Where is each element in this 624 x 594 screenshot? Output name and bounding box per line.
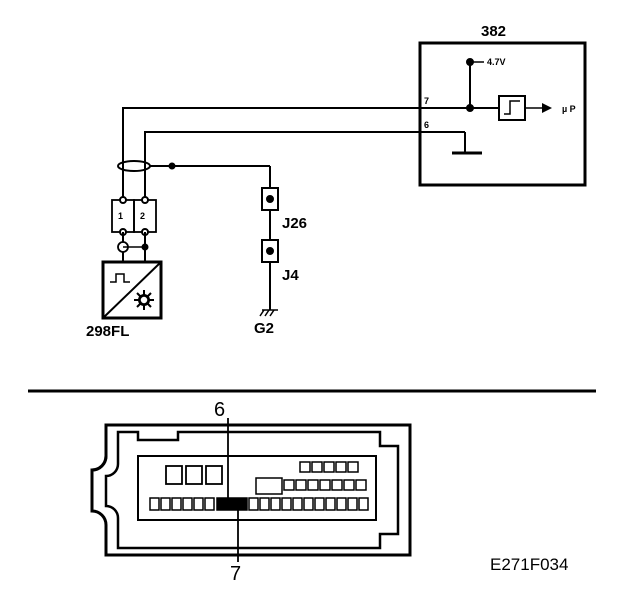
figure-code: E271F034 — [490, 555, 568, 574]
ground-label: G2 — [254, 320, 274, 337]
wire-pin7 — [122, 107, 420, 200]
schmitt-trigger — [498, 95, 526, 121]
wire-pin6 — [144, 131, 420, 200]
highlighted-pins — [216, 497, 248, 511]
locking-tab-top — [91, 455, 108, 472]
supply-node — [466, 58, 474, 66]
connector-pin7-label: 7 — [230, 563, 241, 585]
voltage-label: 4.7V — [487, 57, 506, 67]
schematic — [101, 41, 587, 320]
junction-j26-label: J26 — [282, 215, 307, 232]
cavity-row-upper-large — [165, 465, 223, 485]
output-arrow — [542, 103, 552, 113]
cavity-row-lower — [149, 497, 369, 511]
connector-face — [90, 418, 412, 562]
ecu-label: 382 — [481, 23, 506, 40]
pin7-label: 7 — [424, 96, 429, 106]
pulse-icon — [110, 273, 130, 283]
output-label: µ P — [562, 104, 576, 114]
cavity-row-upper-small — [255, 461, 367, 495]
ground-icon — [259, 309, 278, 317]
pin6-label: 6 — [424, 120, 429, 130]
wheel-speed-sensor — [101, 260, 163, 320]
connector-pin1-label: 1 — [118, 211, 123, 221]
connector-pin2-label: 2 — [140, 211, 145, 221]
ecu-box — [418, 41, 587, 187]
sensor-label: 298FL — [86, 323, 129, 340]
junction-j4-label: J4 — [282, 267, 299, 284]
connector-pin6-label: 6 — [214, 399, 225, 421]
